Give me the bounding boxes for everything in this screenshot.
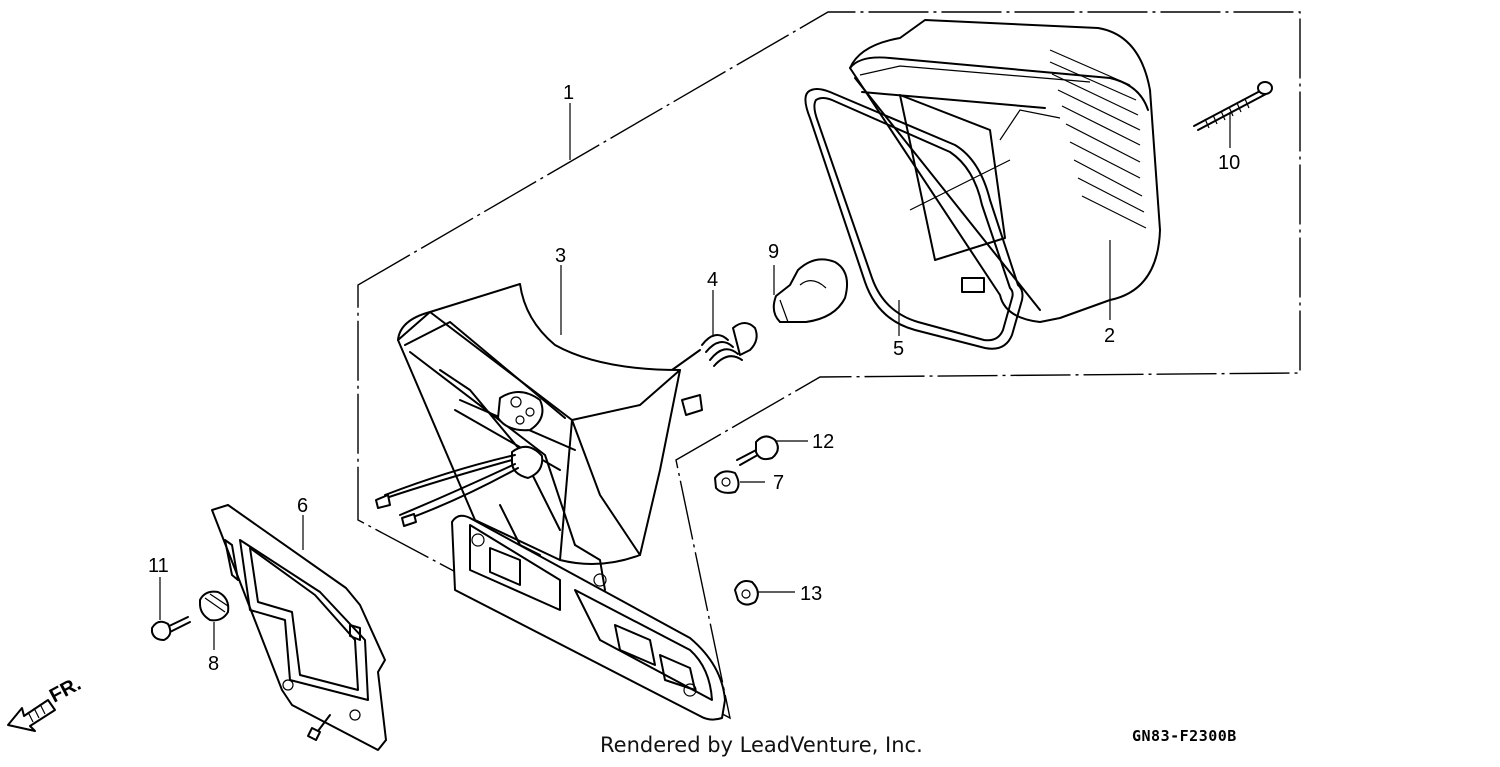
- callout-1: 1: [563, 82, 574, 104]
- callout-3: 3: [555, 245, 566, 267]
- drawing-code: GN83-F2300B: [1132, 727, 1237, 745]
- housing-part: [375, 283, 703, 565]
- bolt-11-part: [151, 616, 191, 641]
- callout-6: 6: [297, 495, 308, 517]
- collar-nut-part: [199, 590, 230, 622]
- front-direction-arrow: FR.: [7, 673, 85, 732]
- lens-part: [849, 19, 1161, 323]
- plate-base-part: [211, 504, 387, 751]
- callout-4: 4: [707, 269, 718, 291]
- callout-8: 8: [208, 653, 219, 675]
- license-bracket-part: [451, 504, 726, 721]
- callout-2: 2: [1104, 325, 1115, 347]
- callouts: 1 2 3 4 5 6 7 8 9 10 11 12 13: [148, 82, 1240, 675]
- render-credit: Rendered by LeadVenture, Inc.: [600, 733, 923, 757]
- flange-nut-part: [714, 470, 740, 494]
- socket-spring-part: [671, 322, 758, 371]
- gasket-part: [804, 88, 1024, 350]
- callout-5: 5: [893, 338, 904, 360]
- clip-nut-part: [734, 580, 759, 606]
- leader-lines: [159, 103, 1231, 650]
- callout-10: 10: [1218, 152, 1240, 174]
- callout-12: 12: [812, 431, 834, 453]
- callout-11: 11: [148, 555, 169, 577]
- flange-bolt-part: [736, 435, 779, 466]
- front-direction-label: FR.: [46, 673, 85, 708]
- bulb-part: [772, 258, 848, 323]
- callout-9: 9: [768, 241, 779, 263]
- screw-part: [1193, 81, 1273, 131]
- callout-13: 13: [800, 583, 822, 605]
- callout-7: 7: [773, 472, 784, 494]
